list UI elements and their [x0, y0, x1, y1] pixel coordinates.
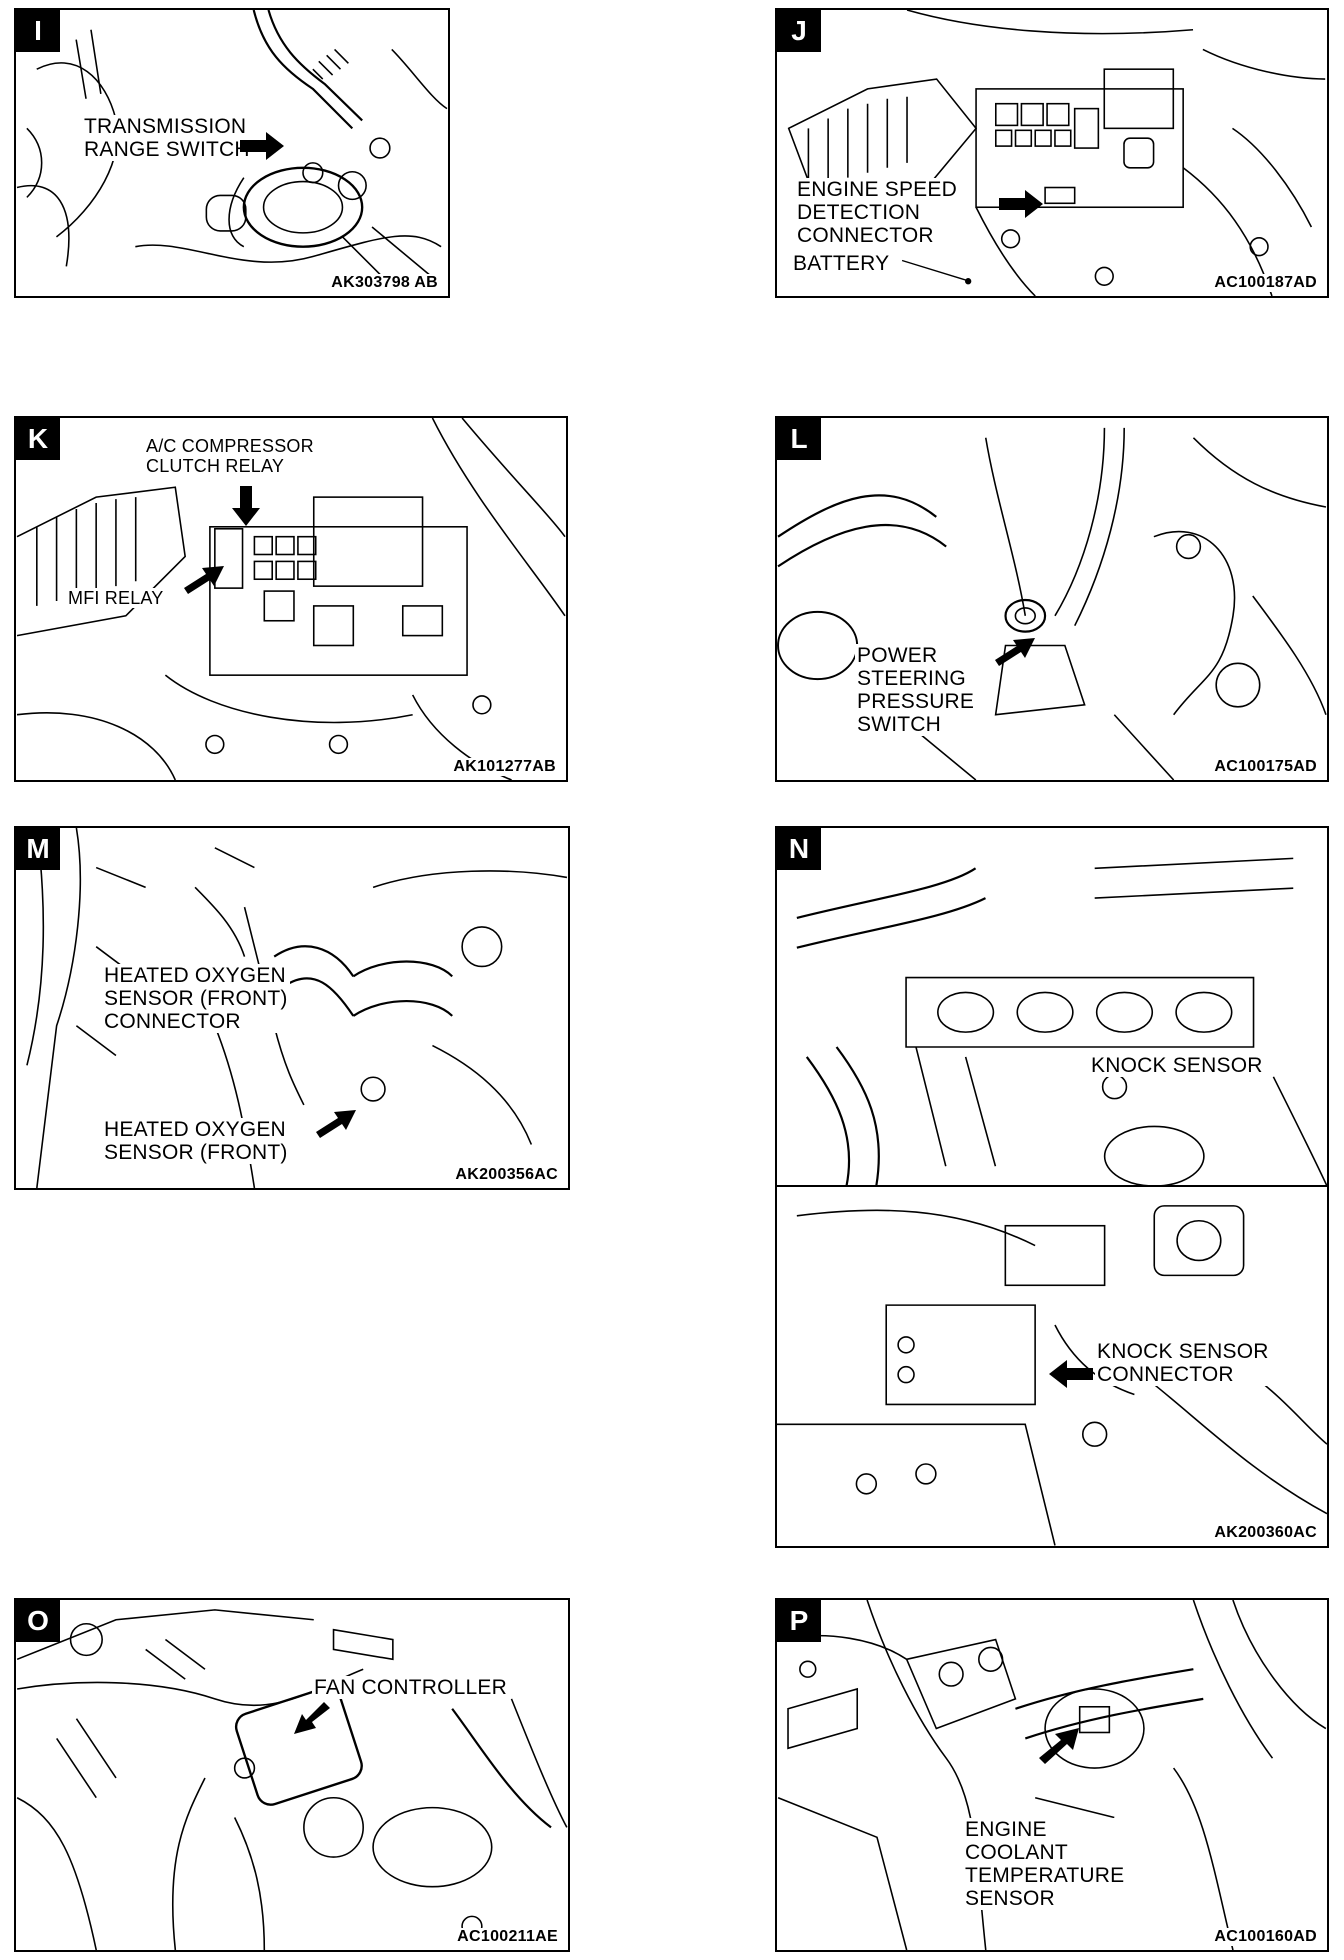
arrow-icon: [1039, 1728, 1079, 1764]
figure-panel-m: M HEATED OXYGEN SENSOR (FRONT) CONNECTOR…: [14, 826, 570, 1190]
arrow-icon: [232, 486, 260, 526]
label-ac-compressor-clutch-relay: A/C COMPRESSOR CLUTCH RELAY: [144, 436, 316, 476]
arrow-icon: [999, 190, 1043, 218]
arrow-icon: [316, 1110, 356, 1138]
label-engine-speed-detection-connector: ENGINE SPEED DETECTION CONNECTOR: [795, 178, 959, 247]
figure-panel-p: P ENGINE COOLANT TEMPERATURE SENSOR AC10…: [775, 1598, 1329, 1952]
label-knock-sensor: KNOCK SENSOR: [1089, 1054, 1265, 1077]
figure-code-j: AC100187AD: [1212, 274, 1319, 292]
figure-panel-j: J ENGINE SPEED DETECTION CONNECTOR BATTE…: [775, 8, 1329, 298]
figure-panel-k: K A/C COMPRESSOR CLUTCH RELAY MFI RELAY …: [14, 416, 568, 782]
label-engine-coolant-temperature-sensor: ENGINE COOLANT TEMPERATURE SENSOR: [963, 1818, 1127, 1910]
figure-code-l: AC100175AD: [1212, 758, 1319, 776]
panel-letter-l: L: [777, 418, 821, 460]
coolant-sensor-illustration: [777, 1600, 1327, 1950]
figure-code-n: AK200360AC: [1212, 1524, 1319, 1542]
label-fan-controller: FAN CONTROLLER: [312, 1676, 509, 1699]
oxygen-sensor-illustration: [26, 828, 568, 1188]
transmission-illustration: [16, 10, 448, 287]
panel-letter-k: K: [16, 418, 60, 460]
figure-code-p: AC100160AD: [1212, 1928, 1319, 1946]
figure-panel-i: I TRANSMISSION RANGE SWITCH AK303798 AB: [14, 8, 450, 298]
knock-sensor-illustration: [777, 857, 1327, 1546]
panel-letter-i: I: [16, 10, 60, 52]
figure-code-i: AK303798 AB: [329, 274, 440, 292]
figure-panel-o: O FAN CONTROLLER AC100211AE: [14, 1598, 570, 1952]
panel-letter-m: M: [16, 828, 60, 870]
panel-letter-n: N: [777, 828, 821, 870]
relay-box-illustration: [16, 418, 566, 780]
leader-line: [901, 259, 972, 285]
label-mfi-relay: MFI RELAY: [66, 588, 166, 608]
arrow-icon: [995, 638, 1035, 666]
label-transmission-range-switch: TRANSMISSION RANGE SWITCH: [82, 115, 252, 161]
panel-letter-o: O: [16, 1600, 60, 1642]
fan-controller-illustration: [16, 1609, 568, 1950]
label-power-steering-pressure-switch: POWER STEERING PRESSURE SWITCH: [855, 644, 977, 736]
figure-panel-l: L POWER STEERING PRESSURE SWITCH AC10017…: [775, 416, 1329, 782]
arrow-icon: [240, 132, 284, 160]
figure-code-k: AK101277AB: [451, 758, 558, 776]
figure-code-o: AC100211AE: [455, 1928, 560, 1946]
arrow-icon: [1049, 1360, 1093, 1388]
arrow-icon: [294, 1702, 330, 1734]
label-battery: BATTERY: [791, 252, 892, 275]
label-knock-sensor-connector: KNOCK SENSOR CONNECTOR: [1095, 1340, 1271, 1386]
panel-letter-p: P: [777, 1600, 821, 1642]
label-heated-oxygen-sensor-front: HEATED OXYGEN SENSOR (FRONT): [102, 1118, 290, 1164]
label-heated-oxygen-sensor-front-connector: HEATED OXYGEN SENSOR (FRONT) CONNECTOR: [102, 964, 290, 1033]
figure-code-m: AK200356AC: [453, 1166, 560, 1184]
arrow-icon: [184, 566, 224, 594]
panel-letter-j: J: [777, 10, 821, 52]
figure-panel-n: N KNOCK SENSOR KNOCK SENSOR CONNECTOR AK…: [775, 826, 1329, 1548]
